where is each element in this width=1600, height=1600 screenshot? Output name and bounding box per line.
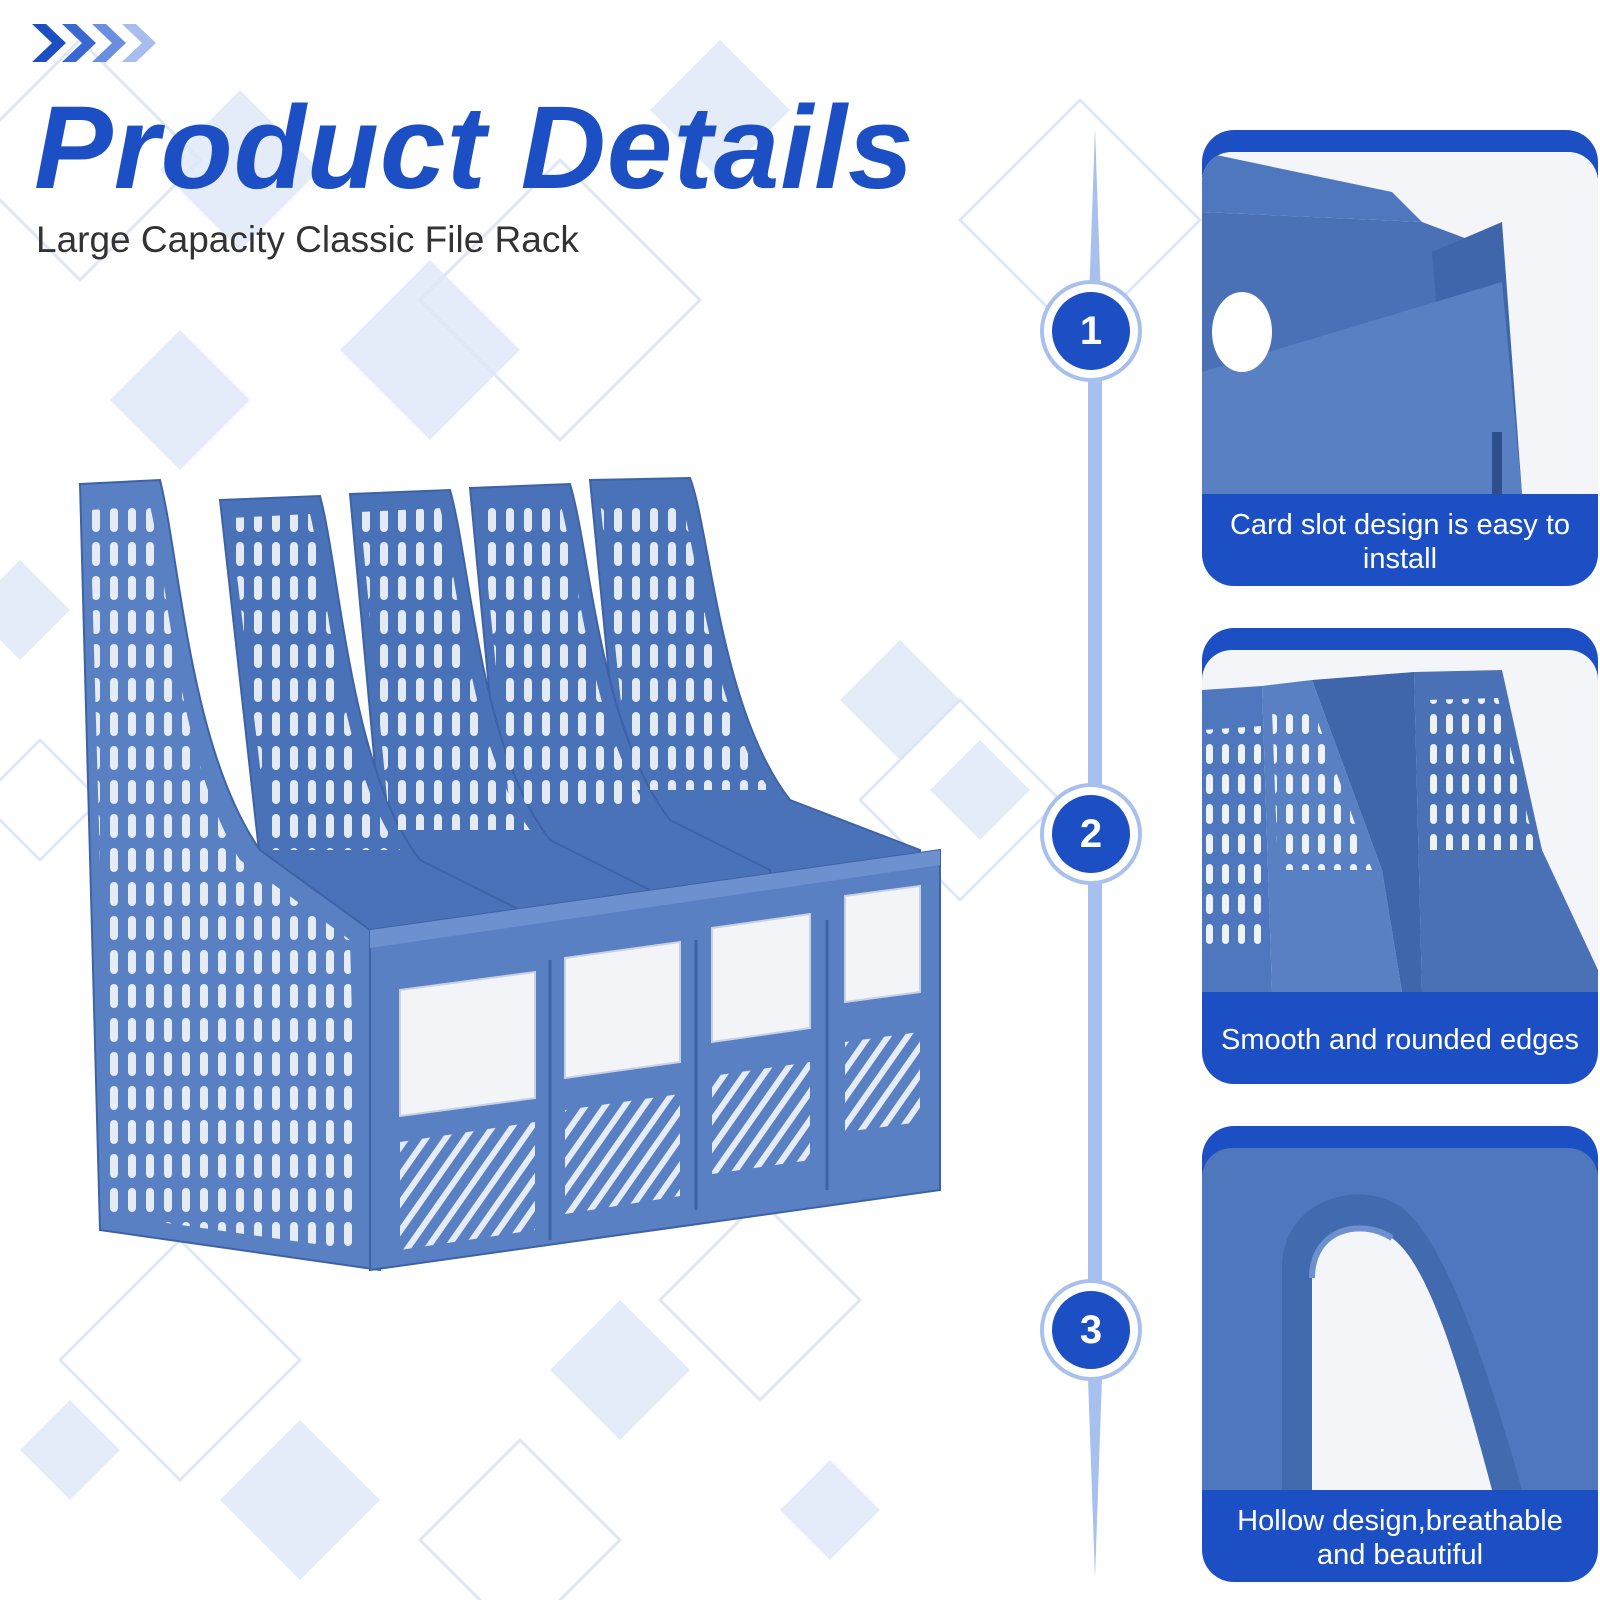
feature-card-rounded-edges: Smooth and rounded edges [1202,628,1598,1084]
feature-caption: Smooth and rounded edges [1221,1024,1579,1056]
rounded-edges-closeup-image [1202,650,1598,992]
feature-caption: Hollow design,breathable and beautiful [1237,1505,1563,1571]
step-number: 2 [1052,795,1130,873]
step-marker-1: 1 [1044,284,1138,378]
feature-caption: Card slot design is easy to install [1229,509,1571,575]
card-slot-closeup-image [1202,152,1598,494]
feature-card-card-slot: Card slot design is easy to install [1202,130,1598,586]
page-subtitle: Large Capacity Classic File Rack [36,219,579,260]
feature-card-hollow-design: Hollow design,breathable and beautiful [1202,1126,1598,1582]
step-marker-3: 3 [1044,1283,1138,1377]
file-rack-image [78,476,941,1272]
step-marker-2: 2 [1044,787,1138,881]
chevron-arrows-icon [32,24,156,62]
hollow-design-closeup-image [1202,1148,1598,1490]
step-number: 3 [1052,1291,1130,1369]
feature-photo [1202,650,1598,992]
step-number: 1 [1052,292,1130,370]
feature-photo [1202,152,1598,494]
feature-photo [1202,1148,1598,1490]
page-title: Product Details [34,82,915,214]
